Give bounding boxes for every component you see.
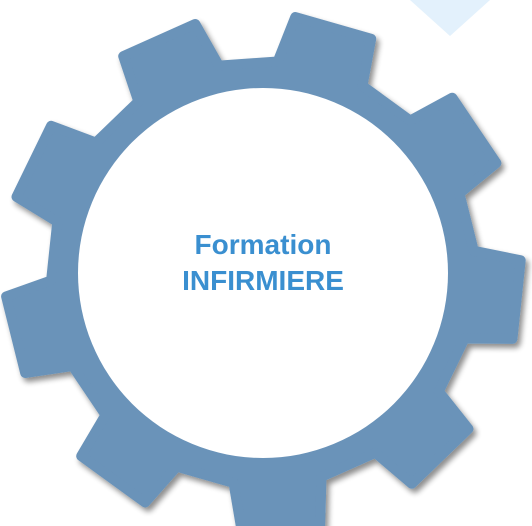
gear-label-line2: INFIRMIERE bbox=[182, 265, 344, 296]
corner-triangle-decoration bbox=[410, 0, 490, 36]
gear-center-circle bbox=[78, 88, 448, 458]
gear-label: Formation INFIRMIERE bbox=[143, 227, 383, 299]
gear-label-line1: Formation bbox=[194, 229, 332, 260]
